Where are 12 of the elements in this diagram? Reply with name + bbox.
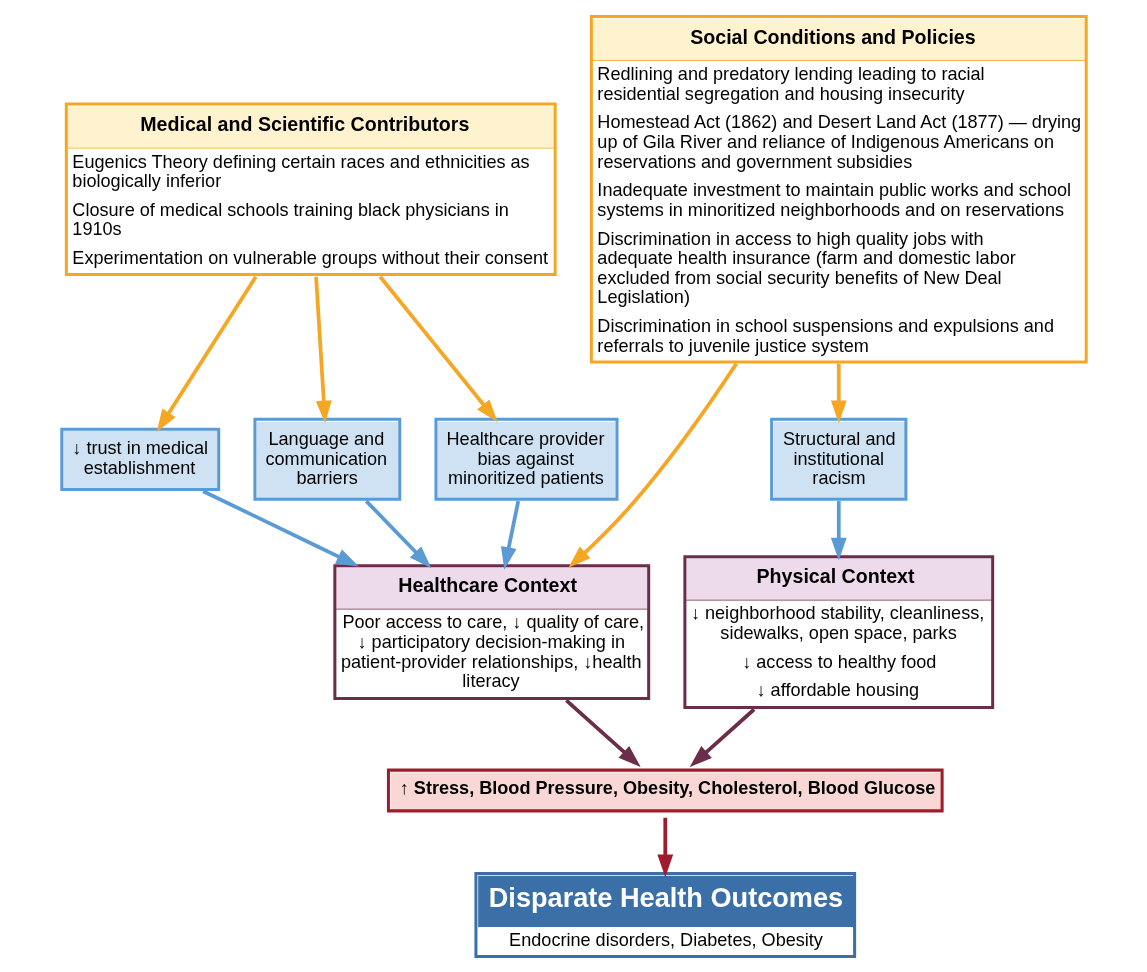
arrow xyxy=(656,817,673,877)
arrow xyxy=(689,707,755,767)
arrow xyxy=(156,275,257,432)
arrow xyxy=(830,500,847,560)
arrow xyxy=(564,698,641,767)
arrow xyxy=(378,275,498,422)
arrow xyxy=(201,489,359,566)
arrow xyxy=(830,363,847,423)
arrow xyxy=(364,499,431,568)
arrow xyxy=(500,500,520,570)
arrow xyxy=(313,276,332,423)
arrow xyxy=(567,362,738,568)
